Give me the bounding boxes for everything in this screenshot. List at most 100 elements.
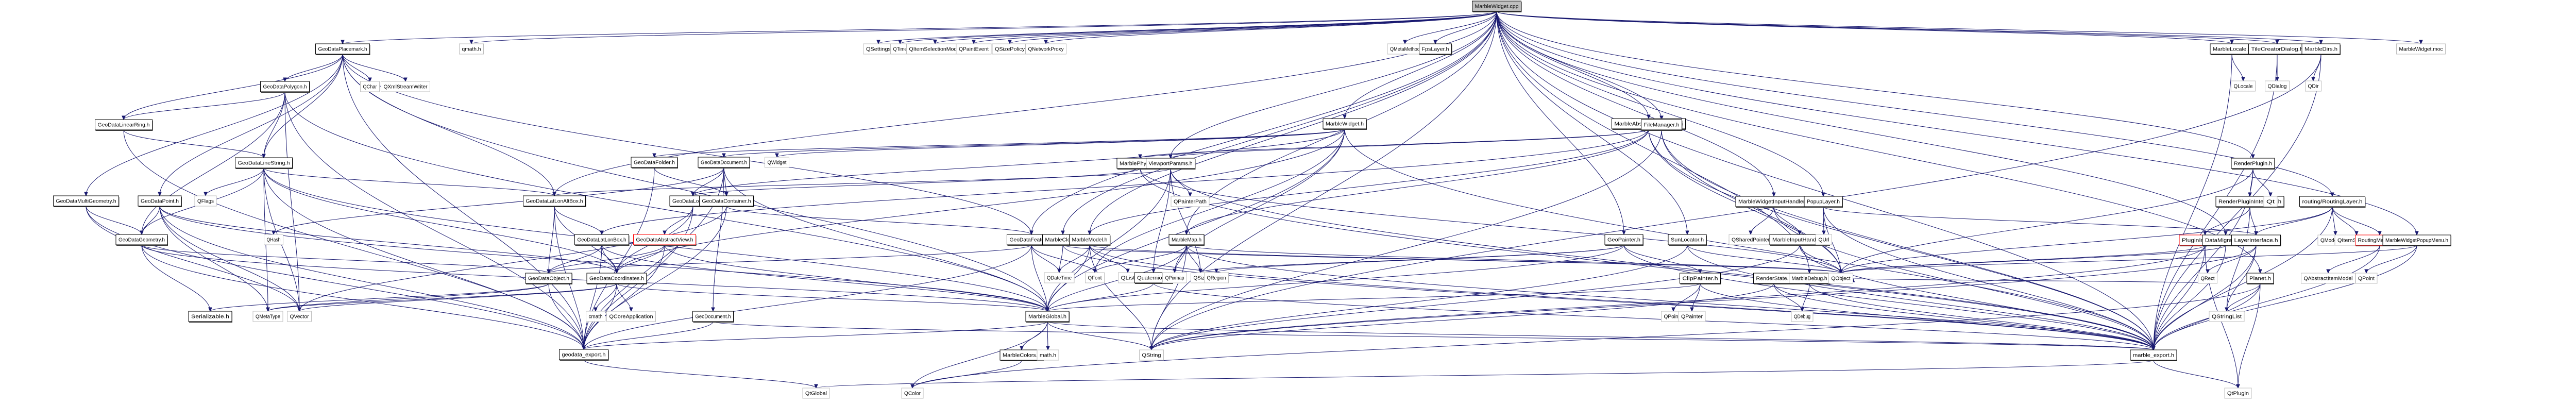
node-Serializable[interactable]: Serializable.h bbox=[188, 311, 232, 323]
edge-ClipPainter-to-marbleExport bbox=[1700, 283, 2154, 350]
arrowhead-cmath bbox=[594, 307, 598, 312]
node-label: QList bbox=[1121, 276, 1135, 281]
edge-MarbleAbstractPresenter-to-GeoDataLatLonBox bbox=[601, 128, 1649, 235]
arrowhead-MarbleClock bbox=[1061, 230, 1065, 235]
node-GeoDataPolygon[interactable]: GeoDataPolygon.h bbox=[260, 81, 310, 93]
node-GeoDataLatLonAltBox[interactable]: GeoDataLatLonAltBox.h bbox=[523, 195, 586, 207]
node-RenderState[interactable]: RenderState.h bbox=[1753, 273, 1795, 284]
node-GeoDataPoint[interactable]: GeoDataPoint.h bbox=[138, 195, 182, 207]
edge-GeoDataContainer-to-QVector bbox=[299, 206, 727, 312]
arrowhead-QMetaMethod bbox=[1403, 40, 1407, 45]
node-geodataExport[interactable]: geodata_export.h bbox=[559, 349, 609, 361]
edge-MarbleMap-to-QObject bbox=[1186, 244, 1841, 274]
edge-QRect-to-QObject bbox=[1853, 278, 2208, 284]
node-MarbleDebug[interactable]: MarbleDebug.h bbox=[1789, 273, 1831, 284]
node-box bbox=[1085, 272, 1105, 283]
node-SunLocator[interactable]: SunLocator.h bbox=[1668, 234, 1707, 246]
node-MarbleDirs[interactable]: MarbleDirs.h bbox=[2301, 43, 2341, 55]
edge-Planet-to-QColor bbox=[912, 283, 2261, 389]
arrowhead-SunLocator bbox=[1685, 230, 1689, 235]
edge-root-to-GeoDataFeature bbox=[1031, 11, 1497, 235]
node-label: GeoDataAbstractView.h bbox=[636, 238, 693, 243]
node-RoutingLayer[interactable]: routing/RoutingLayer.h bbox=[2299, 196, 2366, 208]
node-FpsLayer[interactable]: FpsLayer.h bbox=[1419, 43, 1452, 55]
arrowhead-MarbleColors bbox=[1020, 346, 1024, 351]
edge-MarbleLocale-to-marbleExport bbox=[2153, 54, 2232, 350]
node-ViewportParams[interactable]: ViewportParams.h bbox=[1146, 158, 1196, 170]
node-GeoDataLatLonBox[interactable]: GeoDataLatLonBox.h bbox=[574, 234, 630, 246]
node-Planet[interactable]: Planet.h bbox=[2246, 273, 2274, 284]
edge-MarbleAbstractPresenter-to-marbleExport bbox=[1648, 128, 2154, 350]
edge-MarbleMap-to-QString bbox=[1151, 244, 1187, 350]
node-GeoDataPlacemark[interactable]: GeoDataPlacemark.h bbox=[315, 43, 370, 55]
arrowhead-GeoDataMultiGeometry bbox=[84, 192, 88, 197]
node-GeoDataMultiGeometry[interactable]: GeoDataMultiGeometry.h bbox=[53, 195, 120, 207]
node-box bbox=[2299, 196, 2365, 207]
node-MarbleGlobal[interactable]: MarbleGlobal.h bbox=[1025, 311, 1070, 323]
node-label: QPainterPath bbox=[1174, 199, 1207, 205]
node-root[interactable]: MarbleWidget.cpp bbox=[1472, 1, 1522, 12]
node-GeoDataContainer[interactable]: GeoDataContainer.h bbox=[699, 195, 754, 207]
arrowhead-GeoDataLatLonAltBox bbox=[552, 192, 556, 197]
edge-MarbleGlobal-to-marbleExport bbox=[1047, 321, 2154, 350]
node-GeoDataGeometry[interactable]: GeoDataGeometry.h bbox=[115, 234, 168, 246]
node-MarbleInputHandler[interactable]: MarbleInputHandler.h bbox=[1769, 234, 1830, 246]
edge-GeoDataLineString-to-GeoDataLatLonAltBox bbox=[263, 167, 555, 196]
arrowhead-QString bbox=[1149, 346, 1154, 351]
edge-ViewportParams-to-Quaternion bbox=[1153, 168, 1171, 273]
node-PopupLayer[interactable]: PopupLayer.h bbox=[1804, 196, 1843, 208]
node-GeoDataLineString[interactable]: GeoDataLineString.h bbox=[235, 157, 293, 169]
node-MarbleWidgetH[interactable]: MarbleWidget.h bbox=[1323, 118, 1367, 130]
node-QtGlobal: QtGlobal bbox=[802, 388, 830, 399]
edge-MarbleWidgetInputHandler-to-marbleExport bbox=[1773, 206, 2154, 350]
node-GeoDataDocument[interactable]: GeoDataDocument.h bbox=[698, 157, 750, 169]
node-FileManager[interactable]: FileManager.h bbox=[1641, 119, 1683, 131]
node-label: PopupLayer.h bbox=[1807, 199, 1840, 205]
node-GeoDataCoordinates[interactable]: GeoDataCoordinates.h bbox=[586, 273, 647, 284]
node-ClipPainter[interactable]: ClipPainter.h bbox=[1680, 273, 1721, 284]
node-box bbox=[2382, 234, 2451, 246]
arrowhead-QSharedPointer bbox=[1749, 230, 1753, 235]
node-marbleExport[interactable]: marble_export.h bbox=[2130, 349, 2177, 361]
edge-SunLocator-to-marbleExport bbox=[1687, 244, 2154, 350]
node-TileCreatorDialog[interactable]: TileCreatorDialog.h bbox=[2248, 43, 2307, 55]
node-label: cmath bbox=[589, 314, 603, 320]
node-label: MarbleDirs.h bbox=[2304, 47, 2337, 53]
arrowhead-GeoDataLineString bbox=[262, 154, 266, 159]
node-box bbox=[1171, 196, 1210, 207]
node-GeoDataAbstractView[interactable]: GeoDataAbstractView.h bbox=[633, 234, 697, 246]
node-label: QColor bbox=[904, 391, 921, 397]
node-MarbleWidgetInputHandler[interactable]: MarbleWidgetInputHandler.h bbox=[1735, 196, 1812, 208]
edge-MarbleInputHandler-to-QString bbox=[1151, 244, 1800, 350]
edge-root-to-marbleExport bbox=[1496, 11, 2154, 350]
arrowhead-ViewportParams bbox=[1168, 154, 1173, 159]
node-Qt: Qt bbox=[2263, 196, 2278, 207]
node-MarbleMap[interactable]: MarbleMap.h bbox=[1168, 234, 1205, 246]
node-label: QtPlugin bbox=[2227, 391, 2249, 397]
edge-GeoDataPlacemark-to-GeoDataLinearRing bbox=[123, 54, 343, 120]
node-label: ViewportParams.h bbox=[1149, 161, 1193, 167]
edge-GeoDataPlacemark-to-GeoDataFeature bbox=[342, 54, 1032, 235]
node-GeoDataFolder[interactable]: GeoDataFolder.h bbox=[631, 157, 678, 169]
node-MarbleWidgetPopupMenu[interactable]: MarbleWidgetPopupMenu.h bbox=[2382, 234, 2451, 246]
edge-GeoDataLineString-to-geodataExport bbox=[263, 167, 584, 350]
node-RenderPlugin[interactable]: RenderPlugin.h bbox=[2231, 158, 2275, 170]
arrowhead-GeoDataAbstractView bbox=[663, 230, 667, 235]
node-MarbleModel[interactable]: MarbleModel.h bbox=[1069, 234, 1111, 246]
node-box bbox=[2209, 311, 2245, 322]
node-GeoDocument[interactable]: GeoDocument.h bbox=[692, 311, 734, 323]
edge-MarblePhysics-to-marbleExport bbox=[1140, 168, 2154, 350]
edge-MarbleModel-to-QDateTime bbox=[1059, 244, 1090, 273]
arrowhead-PluginInterface bbox=[2203, 231, 2207, 236]
node-LayerInterface[interactable]: LayerInterface.h bbox=[2231, 234, 2281, 246]
node-label: MarbleMap.h bbox=[1172, 238, 1201, 243]
node-GeoPainter[interactable]: GeoPainter.h bbox=[1604, 234, 1643, 246]
node-MarbleLocale[interactable]: MarbleLocale.h bbox=[2210, 43, 2254, 55]
edge-root-to-MarbleDebug bbox=[1496, 11, 1810, 274]
node-box bbox=[95, 119, 152, 130]
node-MarbleColors[interactable]: MarbleColors.h bbox=[999, 349, 1044, 361]
edge-DataMigration-to-QObject bbox=[1840, 245, 2226, 274]
node-GeoDataObject[interactable]: GeoDataObject.h bbox=[525, 273, 572, 284]
node-GeoDataLinearRing[interactable]: GeoDataLinearRing.h bbox=[95, 119, 153, 131]
node-label: MarbleGlobal.h bbox=[1028, 314, 1066, 320]
